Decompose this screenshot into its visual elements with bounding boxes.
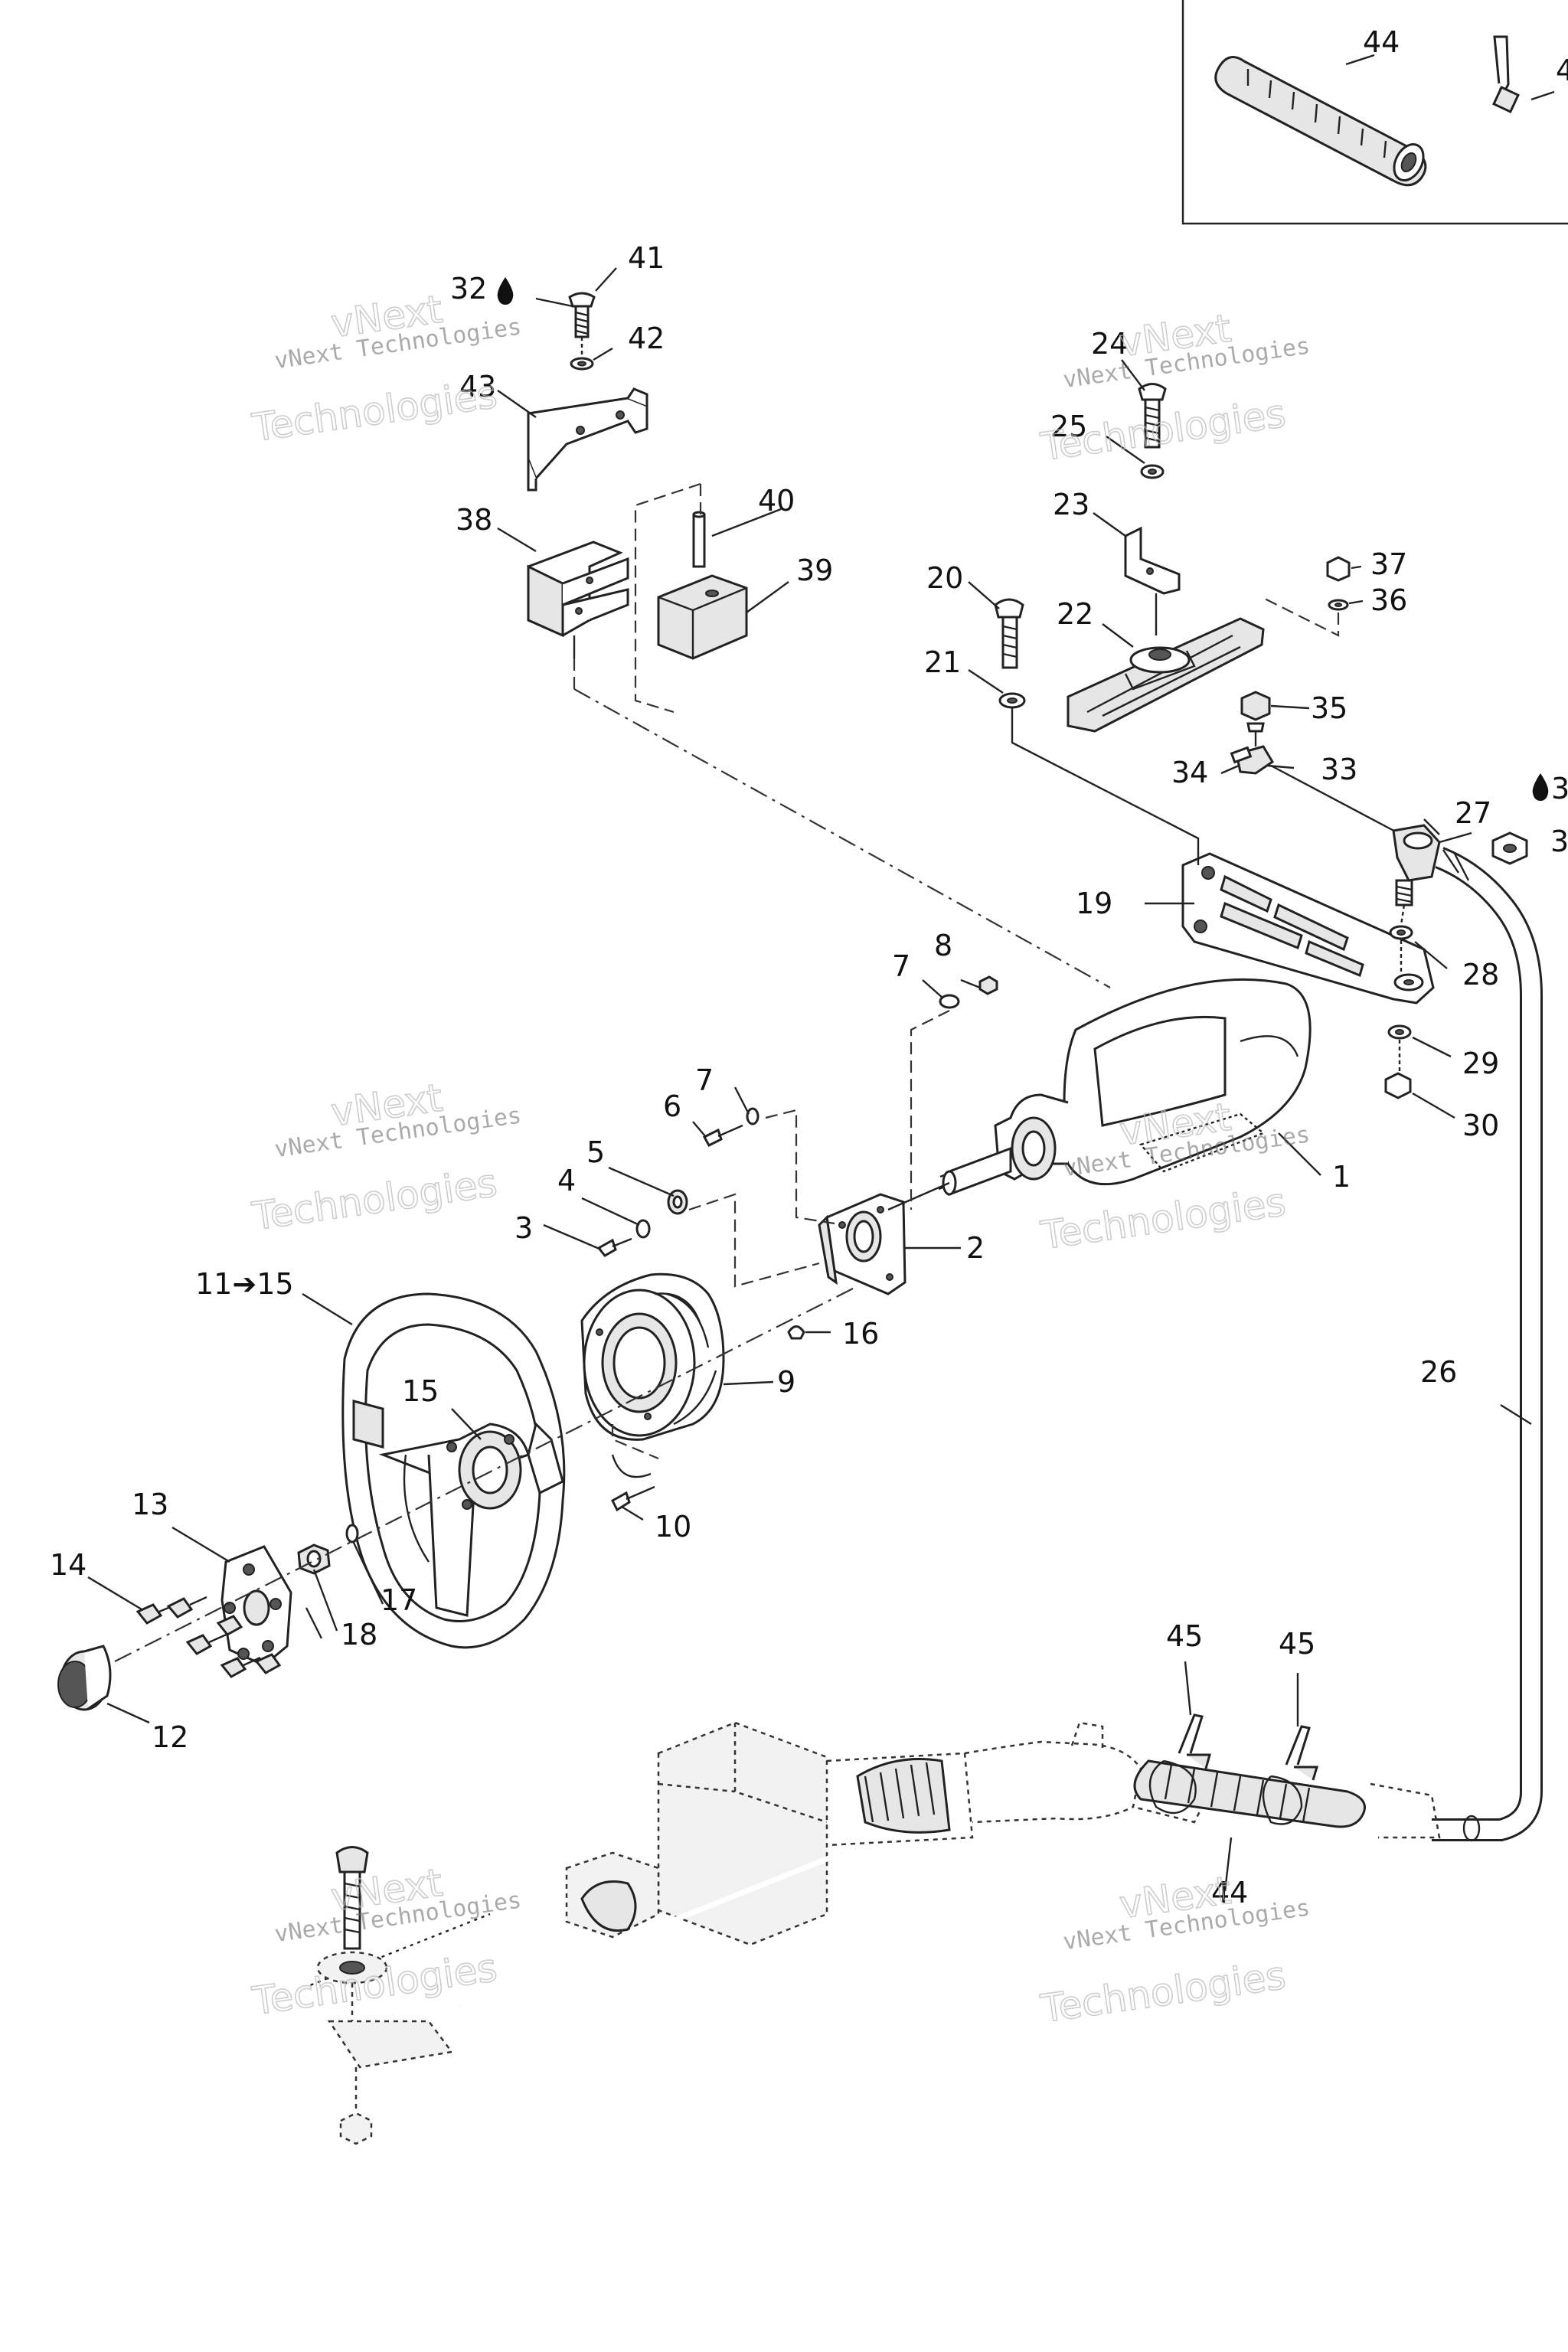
callout-45b: 45	[1279, 1627, 1315, 1661]
watermark-word-2: Technologies	[1038, 391, 1289, 469]
support-plate-group	[994, 383, 1528, 1099]
watermark-word-2: Technologies	[250, 372, 500, 450]
callout-42: 42	[628, 322, 665, 355]
callout-2: 2	[966, 1231, 985, 1265]
callout-28: 28	[1462, 958, 1499, 991]
callout-45a: 45	[1166, 1619, 1203, 1653]
callout-40: 40	[758, 484, 795, 518]
callout-4: 4	[557, 1164, 576, 1197]
callout-26: 26	[1420, 1355, 1457, 1389]
callout-29: 29	[1462, 1047, 1499, 1080]
cable-sleeve-and-ties	[1133, 1713, 1366, 1828]
callout-32-right: 3	[1551, 772, 1568, 805]
callout-35: 35	[1311, 691, 1348, 725]
inset-box	[1181, 0, 1568, 225]
callout-25: 25	[1050, 410, 1087, 443]
callout-13: 13	[132, 1488, 168, 1521]
steering-housing-part-1	[938, 978, 1312, 1197]
assembly-line-bracket	[573, 688, 1111, 988]
callout-41: 41	[628, 241, 665, 275]
callout-20: 20	[926, 561, 963, 595]
callout-17: 17	[381, 1583, 417, 1617]
watermark-word-2: Technologies	[1038, 1953, 1289, 2031]
callout-34: 34	[1171, 756, 1208, 789]
callout-38: 38	[456, 503, 492, 537]
steering-cable-part-26	[1432, 847, 1543, 1842]
mounting-plate-part-2	[818, 1181, 950, 1295]
callout-30: 30	[1462, 1109, 1499, 1142]
callout-21: 21	[924, 645, 961, 679]
cable-tie-part-45	[1481, 35, 1554, 185]
callout-32: 32	[450, 272, 487, 305]
callout-33: 33	[1321, 753, 1357, 786]
callout-27: 27	[1455, 796, 1491, 830]
callout-labels: 1 2 3 4 5 6 7 7 8 9 10 11➔15 12 13 14 15…	[50, 25, 1568, 1909]
watermark-word-2: Technologies	[250, 1161, 500, 1239]
callout-18: 18	[341, 1618, 377, 1651]
callout-37: 37	[1370, 547, 1407, 581]
callout-8: 8	[934, 929, 952, 962]
oil-drop-icon-right	[1532, 773, 1549, 801]
callout-6: 6	[663, 1089, 681, 1123]
callout-44-inset: 44	[1363, 25, 1400, 59]
callout-31: 3	[1550, 825, 1568, 858]
bracket-group-left	[527, 292, 748, 714]
callout-43: 43	[459, 370, 496, 403]
callout-7b: 7	[892, 949, 910, 983]
callout-22: 22	[1057, 597, 1093, 631]
callout-16: 16	[842, 1317, 879, 1351]
hub-group-12-18	[57, 1285, 858, 1711]
callout-24: 24	[1091, 327, 1128, 361]
callout-3: 3	[514, 1211, 533, 1245]
callout-7a: 7	[695, 1063, 714, 1097]
corrugated-sleeve-part-44	[1214, 56, 1427, 187]
callout-19: 19	[1076, 887, 1112, 920]
steering-wheel-part-11-15	[341, 1292, 566, 1649]
callout-1: 1	[1332, 1160, 1351, 1194]
callout-39: 39	[796, 554, 833, 587]
callout-9: 9	[777, 1365, 795, 1399]
watermark-word-2: Technologies	[1038, 1180, 1289, 1258]
callout-5: 5	[586, 1135, 605, 1169]
callout-15: 15	[402, 1374, 439, 1408]
callout-11-15: 11➔15	[195, 1267, 294, 1301]
helm-assembly-ghost	[305, 1721, 1441, 2145]
oil-drop-icon	[497, 277, 514, 305]
callout-44: 44	[1211, 1876, 1248, 1909]
callout-23: 23	[1053, 488, 1089, 521]
hub-spacer-part-9	[580, 1272, 805, 1512]
fasteners-3-8	[596, 975, 998, 1288]
callout-36: 36	[1370, 583, 1407, 617]
callout-14: 14	[50, 1548, 87, 1582]
callout-45-inset: 4	[1556, 54, 1568, 87]
leader-lines	[87, 267, 1532, 1892]
callout-12: 12	[152, 1720, 188, 1754]
callout-10: 10	[655, 1510, 691, 1544]
